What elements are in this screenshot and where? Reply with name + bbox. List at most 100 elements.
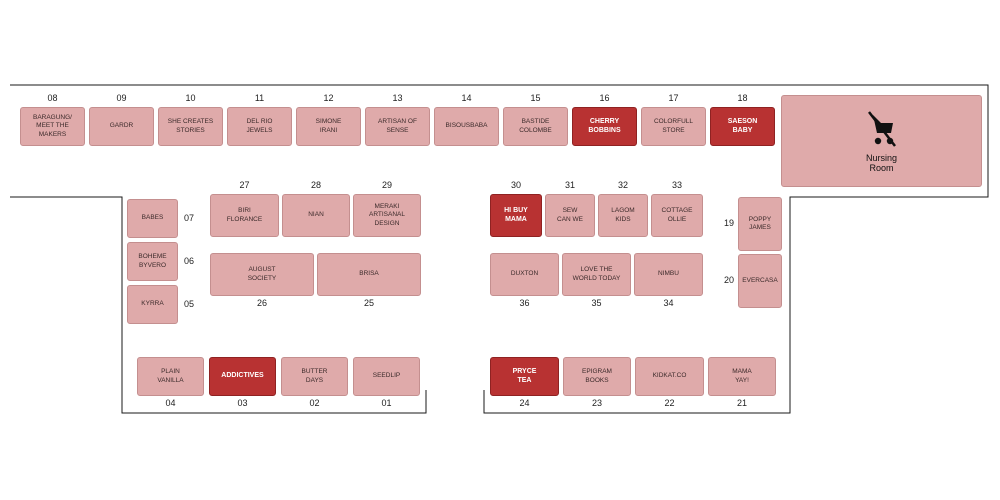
booth-number: 11: [254, 93, 265, 103]
booth-name: AUGUST SOCIETY: [247, 266, 277, 282]
booth-21[interactable]: MAMA YAY!: [708, 357, 776, 396]
booth-name: HI BUY MAMA: [504, 206, 528, 223]
booth-28[interactable]: NIAN: [282, 194, 350, 237]
booth-name: SAESON BABY: [727, 117, 758, 134]
booth-30[interactable]: HI BUY MAMA: [490, 194, 542, 237]
stroller-icon: [867, 110, 896, 147]
booth-number: 20: [723, 275, 734, 285]
booth-19[interactable]: POPPY JAMES: [738, 197, 782, 251]
booth-number: 21: [736, 398, 747, 408]
booth-number: 17: [668, 93, 679, 103]
booth-number: 10: [185, 93, 196, 103]
booth-name: GARDR: [109, 122, 134, 130]
booth-03[interactable]: ADDICTIVES: [209, 357, 276, 396]
booth-number: 35: [591, 298, 602, 308]
booth-22[interactable]: KIDKAT.CO: [635, 357, 704, 396]
booth-12[interactable]: SIMONE IRANI: [296, 107, 361, 146]
booth-23[interactable]: EPIGRAM BOOKS: [563, 357, 631, 396]
booth-name: POPPY JAMES: [748, 215, 772, 231]
booth-name: SIMONE IRANI: [315, 118, 342, 134]
booth-09[interactable]: GARDR: [89, 107, 154, 146]
booth-name: BRISA: [359, 270, 379, 278]
booth-number: 23: [591, 398, 602, 408]
booth-33[interactable]: COTTAGE OLLIE: [651, 194, 703, 237]
booth-name: MAMA YAY!: [732, 368, 752, 384]
booth-name: LOVE THE WORLD TODAY: [572, 266, 621, 282]
booth-number: 34: [663, 298, 674, 308]
booth-27[interactable]: BIRI FLORANCE: [210, 194, 279, 237]
booth-name: SEEDLIP: [372, 372, 401, 380]
booth-11[interactable]: DEL RIO JEWELS: [227, 107, 292, 146]
booth-name: ADDICTIVES: [221, 372, 264, 380]
booth-number: 09: [116, 93, 127, 103]
booth-14[interactable]: BISOUSBABA: [434, 107, 499, 146]
booth-number: 02: [309, 398, 320, 408]
booth-10[interactable]: SHE CREATES STORIES: [158, 107, 223, 146]
booth-name: BISOUSBABA: [445, 122, 488, 130]
booth-01[interactable]: SEEDLIP: [353, 357, 420, 396]
booth-name: NIAN: [308, 211, 324, 219]
booth-number: 26: [256, 298, 267, 308]
booth-35[interactable]: LOVE THE WORLD TODAY: [562, 253, 631, 296]
booth-name: COTTAGE OLLIE: [661, 207, 693, 223]
booth-name: BUTTER DAYS: [301, 368, 328, 384]
booth-36[interactable]: DUXTON: [490, 253, 559, 296]
booth-15[interactable]: BASTIDE COLOMBE: [503, 107, 568, 146]
booth-29[interactable]: MERAKI ARTISANAL DESIGN: [353, 194, 421, 237]
booth-name: BABES: [141, 214, 164, 222]
booth-name: MERAKI ARTISANAL DESIGN: [368, 203, 405, 227]
booth-name: KIDKAT.CO: [652, 372, 687, 380]
booth-number: 36: [519, 298, 530, 308]
booth-number: 05: [183, 298, 194, 309]
booth-name: CHERRY BOBBINS: [588, 117, 621, 134]
booth-08[interactable]: BARAGUNG/ MEET THE MAKERS: [20, 107, 85, 146]
booth-name: BIRI FLORANCE: [226, 207, 263, 223]
booth-05[interactable]: KYRRA: [127, 285, 178, 324]
booth-31[interactable]: SEW CAN WE: [545, 194, 595, 237]
booth-number: 08: [47, 93, 58, 103]
booth-number: 12: [323, 93, 334, 103]
booth-number: 16: [599, 93, 610, 103]
booth-32[interactable]: LAGOM KIDS: [598, 194, 648, 237]
booth-number: 15: [530, 93, 541, 103]
booth-number: 07: [183, 212, 194, 223]
booth-name: ARTISAN OF SENSE: [378, 118, 417, 134]
booth-name: SHE CREATES STORIES: [167, 118, 214, 134]
booth-25[interactable]: BRISA: [317, 253, 421, 296]
booth-name: KYRRA: [141, 300, 164, 308]
booth-name: DUXTON: [510, 270, 539, 278]
booth-name: BOHEME BYVERO: [138, 253, 167, 269]
booth-number: 33: [671, 180, 682, 190]
booth-number: 03: [237, 398, 248, 408]
nursing-room[interactable]: Nursing Room: [781, 95, 982, 187]
booth-name: PLAIN VANILLA: [157, 368, 184, 384]
booth-name: DEL RIO JEWELS: [246, 118, 273, 134]
booth-name: SEW CAN WE: [557, 207, 583, 223]
booth-34[interactable]: NIMBU: [634, 253, 703, 296]
booth-number: 13: [392, 93, 403, 103]
booth-number: 22: [664, 398, 675, 408]
booth-name: COLORFULL STORE: [653, 118, 693, 134]
booth-name: EPIGRAM BOOKS: [582, 368, 612, 384]
booth-07[interactable]: BABES: [127, 199, 178, 238]
booth-number: 06: [183, 255, 194, 266]
booth-number: 30: [510, 180, 521, 190]
booth-02[interactable]: BUTTER DAYS: [281, 357, 348, 396]
booth-17[interactable]: COLORFULL STORE: [641, 107, 706, 146]
booth-20[interactable]: EVERCASA: [738, 254, 782, 308]
booth-13[interactable]: ARTISAN OF SENSE: [365, 107, 430, 146]
booth-number: 27: [239, 180, 250, 190]
booth-name: LAGOM KIDS: [611, 207, 635, 223]
booth-16[interactable]: CHERRY BOBBINS: [572, 107, 637, 146]
booth-number: 01: [381, 398, 392, 408]
booth-number: 14: [461, 93, 472, 103]
booth-24[interactable]: PRYCE TEA: [490, 357, 559, 396]
booth-18[interactable]: SAESON BABY: [710, 107, 775, 146]
booth-06[interactable]: BOHEME BYVERO: [127, 242, 178, 281]
booth-name: EVERCASA: [742, 276, 778, 284]
booth-04[interactable]: PLAIN VANILLA: [137, 357, 204, 396]
booth-number: 32: [617, 180, 628, 190]
booth-number: 24: [519, 398, 530, 408]
booth-26[interactable]: AUGUST SOCIETY: [210, 253, 314, 296]
